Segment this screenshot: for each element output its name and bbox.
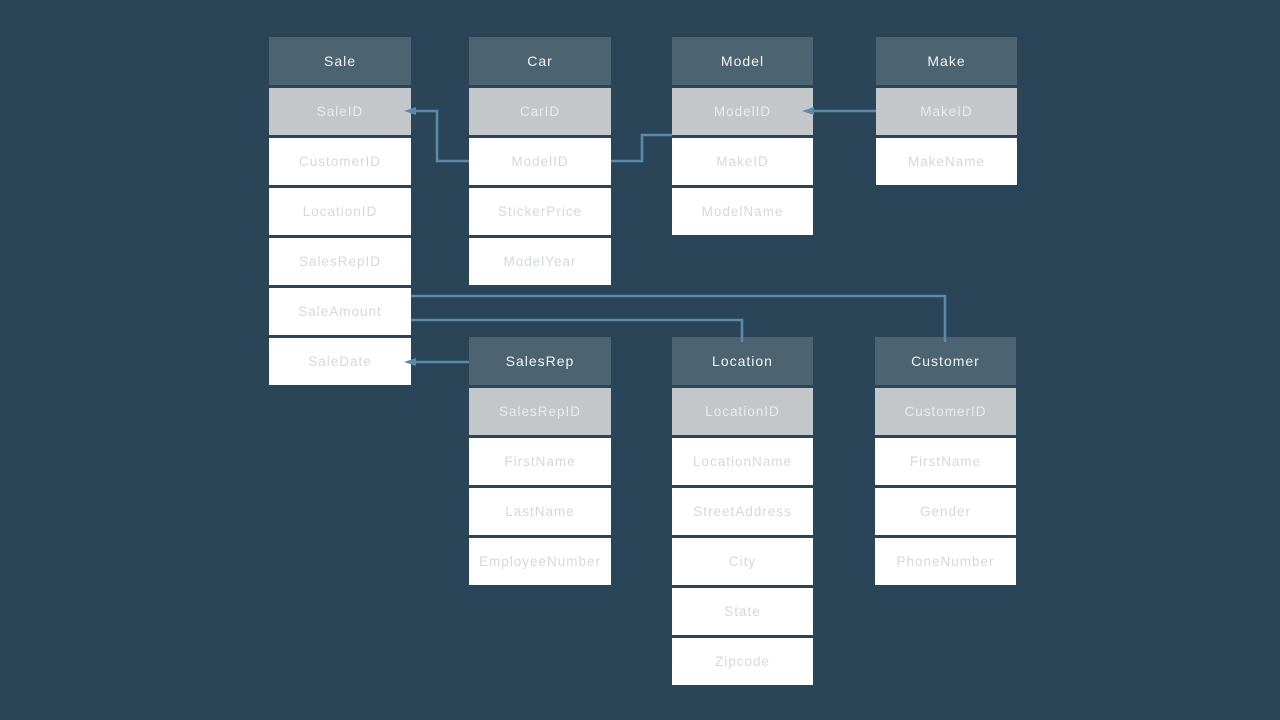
field-saledate: SaleDate bbox=[269, 338, 411, 385]
field-state: State bbox=[672, 588, 813, 635]
field-modelyear: ModelYear bbox=[469, 238, 611, 285]
field-locationid: LocationID bbox=[269, 188, 411, 235]
field-salesrepid: SalesRepID bbox=[269, 238, 411, 285]
key-field-customerid: CustomerID bbox=[875, 388, 1016, 435]
field-customerid: CustomerID bbox=[269, 138, 411, 185]
field-makename: MakeName bbox=[876, 138, 1017, 185]
field-firstname: FirstName bbox=[469, 438, 611, 485]
field-modelname: ModelName bbox=[672, 188, 813, 235]
key-field-modelid: ModelID bbox=[672, 88, 813, 135]
field-stickerprice: StickerPrice bbox=[469, 188, 611, 235]
field-firstname: FirstName bbox=[875, 438, 1016, 485]
key-field-makeid: MakeID bbox=[876, 88, 1017, 135]
key-field-locationid: LocationID bbox=[672, 388, 813, 435]
key-field-salesrepid: SalesRepID bbox=[469, 388, 611, 435]
field-city: City bbox=[672, 538, 813, 585]
connector-car-model bbox=[611, 133, 672, 163]
field-saleamount: SaleAmount bbox=[269, 288, 411, 335]
field-zipcode: Zipcode bbox=[672, 638, 813, 685]
table-title-customer: Customer bbox=[875, 337, 1016, 385]
connector-sale-customer bbox=[411, 294, 947, 342]
key-field-carid: CarID bbox=[469, 88, 611, 135]
table-title-sale: Sale bbox=[269, 37, 411, 85]
field-modelid: ModelID bbox=[469, 138, 611, 185]
field-streetaddress: StreetAddress bbox=[672, 488, 813, 535]
field-lastname: LastName bbox=[469, 488, 611, 535]
field-employeenumber: EmployeeNumber bbox=[469, 538, 611, 585]
table-title-make: Make bbox=[876, 37, 1017, 85]
field-phonenumber: PhoneNumber bbox=[875, 538, 1016, 585]
table-title-location: Location bbox=[672, 337, 813, 385]
field-locationname: LocationName bbox=[672, 438, 813, 485]
table-title-model: Model bbox=[672, 37, 813, 85]
field-makeid: MakeID bbox=[672, 138, 813, 185]
connector-sale-car bbox=[411, 109, 469, 163]
key-field-saleid: SaleID bbox=[269, 88, 411, 135]
table-title-salesrep: SalesRep bbox=[469, 337, 611, 385]
field-gender: Gender bbox=[875, 488, 1016, 535]
table-title-car: Car bbox=[469, 37, 611, 85]
